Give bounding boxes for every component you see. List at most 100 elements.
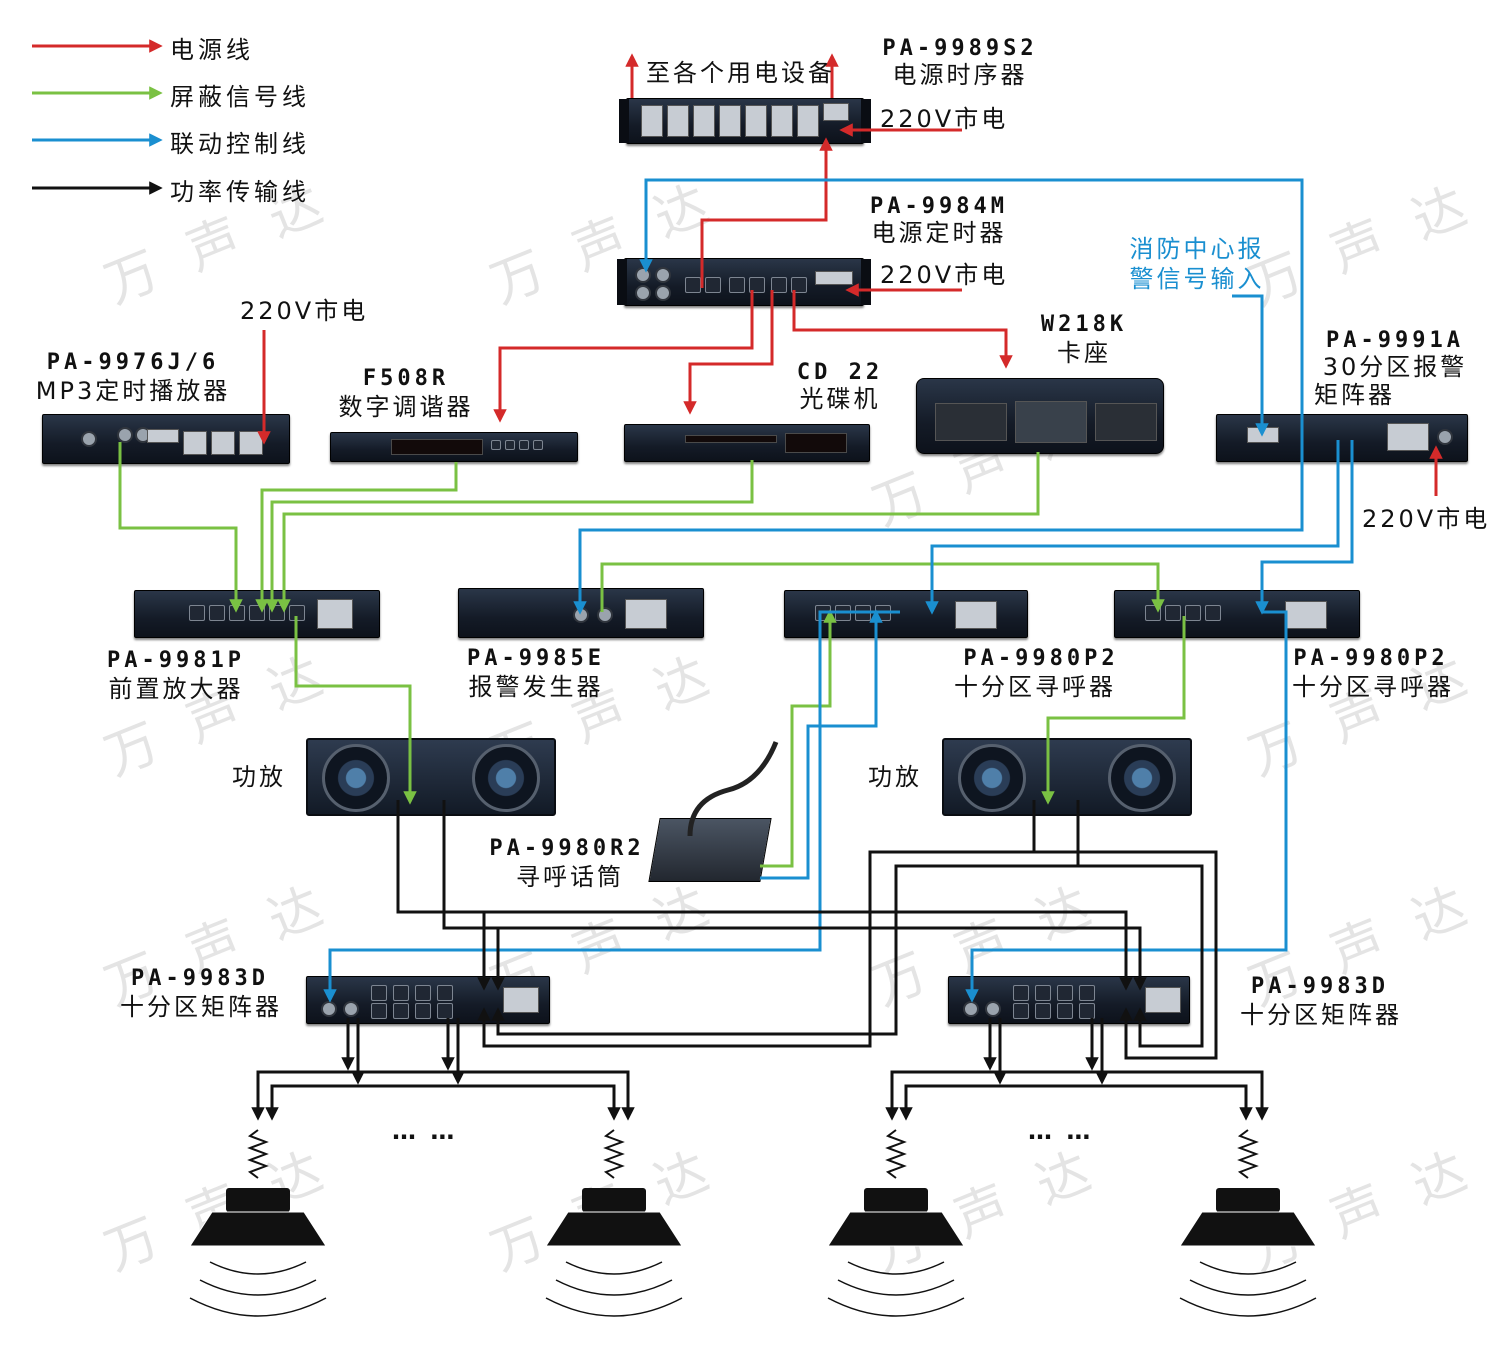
matrix-device-1	[306, 976, 550, 1024]
sequencer-model: PA-9989S2	[882, 36, 1038, 61]
matrix2-to-speaker3-a	[885, 1070, 990, 1121]
matrix2-to-speaker3-b	[899, 1084, 1000, 1121]
tuner-device	[330, 432, 578, 462]
legend-power-label: 电源线	[170, 36, 254, 64]
pager-device-2	[1114, 590, 1360, 638]
pager2-name: 十分区寻呼器	[1292, 673, 1454, 701]
power-wires	[257, 53, 1443, 496]
pager1-model: PA-9980P2	[963, 646, 1119, 671]
amp1-to-matrix2-a	[396, 800, 1133, 991]
pager2-to-amp2	[1041, 616, 1186, 805]
matrix1-name: 十分区矩阵器	[120, 993, 282, 1021]
matrix2-to-speaker4-a	[990, 1070, 1269, 1121]
speaker-2	[545, 1129, 683, 1317]
speaker-3	[827, 1129, 965, 1317]
matrix2-to-speaker4-b	[1000, 1084, 1253, 1121]
cd-to-preamp	[265, 460, 754, 613]
tuner-model: F508R	[362, 366, 450, 391]
tuner-to-preamp	[255, 462, 458, 613]
alarm-matrix-device	[1216, 414, 1468, 462]
matrix-device-2	[948, 976, 1190, 1024]
control-wires	[323, 178, 1354, 1003]
mp3-model: PA-9976J/6	[46, 350, 220, 375]
cd-model: CD 22	[796, 360, 884, 385]
timer-device	[617, 258, 871, 306]
legend	[32, 39, 163, 195]
pager1-name: 十分区寻呼器	[954, 673, 1116, 701]
mp3-mains-label: 220V市电	[240, 297, 369, 325]
speaker-wires	[251, 800, 1269, 1121]
mic-to-pager1-audio	[760, 609, 837, 868]
preamp-name: 前置放大器	[108, 675, 244, 703]
timer-name: 电源定时器	[871, 219, 1007, 247]
fire-input-label-1: 消防中心报	[1129, 235, 1265, 263]
alarm-matrix-to-timer	[639, 178, 1304, 440]
amp1-label: 功放	[232, 763, 286, 791]
alarm-matrix-mains-label: 220V市电	[1362, 505, 1491, 533]
matrix2-name: 十分区矩阵器	[1240, 1001, 1402, 1029]
amp1-to-matrix2-b	[442, 800, 1147, 991]
cd-player-device	[624, 424, 870, 462]
tuner-name: 数字调谐器	[338, 393, 474, 421]
speaker-ellipsis-2: … …	[1028, 1117, 1094, 1145]
signal-wires	[118, 442, 1186, 868]
power-amp-device-2	[942, 738, 1192, 816]
preamp-device	[134, 590, 380, 638]
pager-device-1	[784, 590, 1028, 638]
legend-speaker-label: 功率传输线	[170, 178, 310, 206]
sequencer-device	[619, 98, 871, 144]
speaker-4	[1179, 1129, 1317, 1317]
preamp-model: PA-9981P	[107, 648, 245, 673]
mic-name: 寻呼话筒	[516, 863, 624, 891]
matrix1-to-speaker2-b	[358, 1084, 621, 1121]
matrix1-to-speaker1-b	[265, 1084, 358, 1121]
matrix2-model: PA-9983D	[1251, 974, 1389, 999]
alarm-matrix-name-2: 矩阵器	[1314, 381, 1395, 409]
amp1-to-matrix1-b	[444, 926, 505, 991]
legend-signal-label: 屏蔽信号线	[170, 83, 310, 111]
speakers	[189, 1129, 1317, 1317]
cassette-name: 卡座	[1057, 339, 1111, 367]
alarm-gen-name: 报警发生器	[468, 673, 604, 701]
timer-to-cassette	[792, 290, 1013, 369]
speaker-ellipsis-1: … …	[392, 1117, 458, 1145]
alarm-gen-to-pager2	[600, 562, 1165, 613]
alarm-matrix-to-alarm-gen	[573, 440, 1304, 615]
sequencer-name: 电源时序器	[892, 61, 1028, 89]
sequencer-mains-label: 220V市电	[880, 105, 1009, 133]
timer-to-cd	[683, 290, 774, 415]
fire-input-to-alarm-matrix	[1232, 294, 1269, 437]
pager2-model: PA-9980P2	[1293, 646, 1449, 671]
mic-gooseneck	[687, 741, 779, 837]
mic-to-pager1-control	[760, 609, 883, 880]
alarm-gen-model: PA-9985E	[467, 646, 605, 671]
cd-name: 光碟机	[799, 385, 881, 413]
amp2-to-matrix2-a	[1034, 850, 1218, 1060]
amp1-to-matrix1-a	[398, 910, 491, 991]
alarm-matrix-to-pager2	[1255, 440, 1354, 615]
alarm-matrix-model: PA-9991A	[1326, 328, 1464, 353]
amp2-label: 功放	[868, 763, 922, 791]
power-amp-device-1	[306, 738, 556, 816]
matrix1-to-speaker1-a	[251, 1070, 348, 1121]
legend-control-label: 联动控制线	[170, 130, 310, 158]
matrix1-model: PA-9983D	[131, 966, 269, 991]
preamp-to-amp1	[294, 616, 417, 805]
mp3-to-preamp	[118, 442, 243, 613]
cassette-deck-device	[916, 378, 1164, 454]
matrix1-to-speaker2-a	[348, 1070, 635, 1121]
speaker-1	[189, 1129, 327, 1317]
fire-input-label-2: 警信号输入	[1129, 265, 1265, 293]
amp2-to-matrix2-b	[1078, 864, 1204, 1048]
timer-to-tuner	[493, 290, 754, 423]
cassette-model: W218K	[1040, 312, 1128, 337]
timer-model: PA-9984M	[870, 194, 1008, 219]
amp2-to-matrix1-b	[491, 800, 1080, 1036]
cassette-to-preamp	[277, 452, 1040, 613]
amp2-to-matrix1-a	[477, 800, 1036, 1048]
mic-model: PA-9980R2	[489, 836, 645, 861]
mp3-player-device	[42, 414, 290, 464]
alarm-matrix-name-1: 30分区报警	[1322, 353, 1468, 381]
timer-to-sequencer	[700, 137, 833, 288]
